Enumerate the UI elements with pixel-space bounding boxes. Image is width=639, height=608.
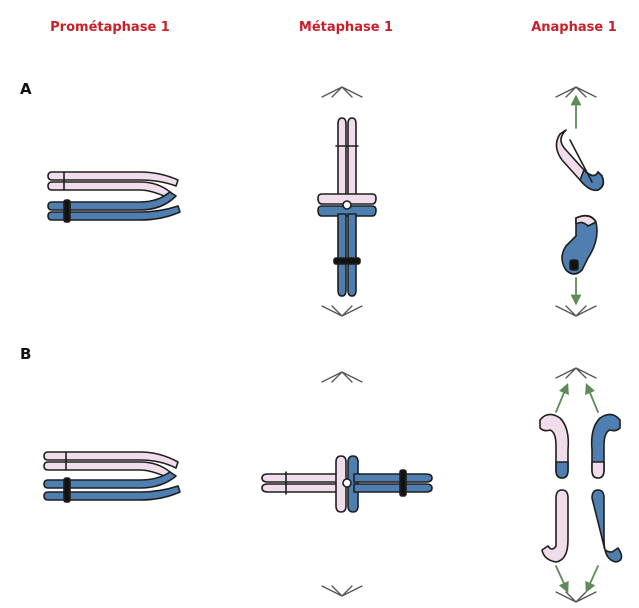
blue-arm-a1	[338, 214, 346, 296]
spindle-pole-anaphase-a-top	[556, 87, 596, 97]
arrow-anaphase-b-down-right	[588, 566, 598, 588]
anaphase-a-blue-chromosome	[562, 216, 597, 274]
spindle-pole-anaphase-b-top	[556, 368, 596, 378]
anaphase-a-pink-chromosome	[556, 130, 603, 190]
spindle-pole-b-bottom	[322, 586, 362, 596]
arrow-anaphase-b-up-left	[556, 388, 566, 412]
spindle-pole-anaphase-a-bottom	[556, 306, 596, 316]
anaphase-b-pink-hook-lower	[542, 490, 568, 562]
prometaphase-a-bivalent	[48, 172, 180, 222]
centromere-meta-b	[400, 470, 406, 496]
pink-arm-a2	[348, 118, 356, 198]
pink-chromatid-a2	[48, 182, 170, 196]
metaphase-a-bivalent	[318, 118, 376, 296]
prometaphase-b-bivalent	[44, 452, 180, 502]
blue-arm-b1	[354, 474, 432, 482]
spindle-pole-a-bottom	[322, 306, 362, 316]
blue-arm-b2	[354, 484, 432, 492]
arrow-anaphase-b-down-left	[556, 566, 566, 588]
centromere-anaphase-a	[570, 260, 578, 270]
pink-arm-a1	[338, 118, 346, 198]
pink-arm-b2	[262, 484, 340, 492]
blue-arm-a2	[348, 214, 356, 296]
spindle-pole-anaphase-b-bottom	[556, 592, 596, 602]
arrow-anaphase-b-up-right	[588, 388, 598, 412]
centromere-a	[64, 200, 70, 222]
spindle-pole-a-top	[322, 87, 362, 97]
anaphase-b-pink-hook-upper	[540, 414, 568, 478]
centromere-b	[64, 478, 70, 502]
spindle-pole-b-top	[322, 372, 362, 382]
pink-chromatid-b2	[44, 462, 170, 476]
metaphase-b-bivalent	[262, 456, 432, 512]
anaphase-b-blue-hook-upper	[592, 414, 620, 478]
anaphase-b-blue-hook-lower	[592, 490, 622, 562]
centromere-meta-a	[334, 258, 360, 264]
pink-arm-b1	[262, 474, 340, 482]
